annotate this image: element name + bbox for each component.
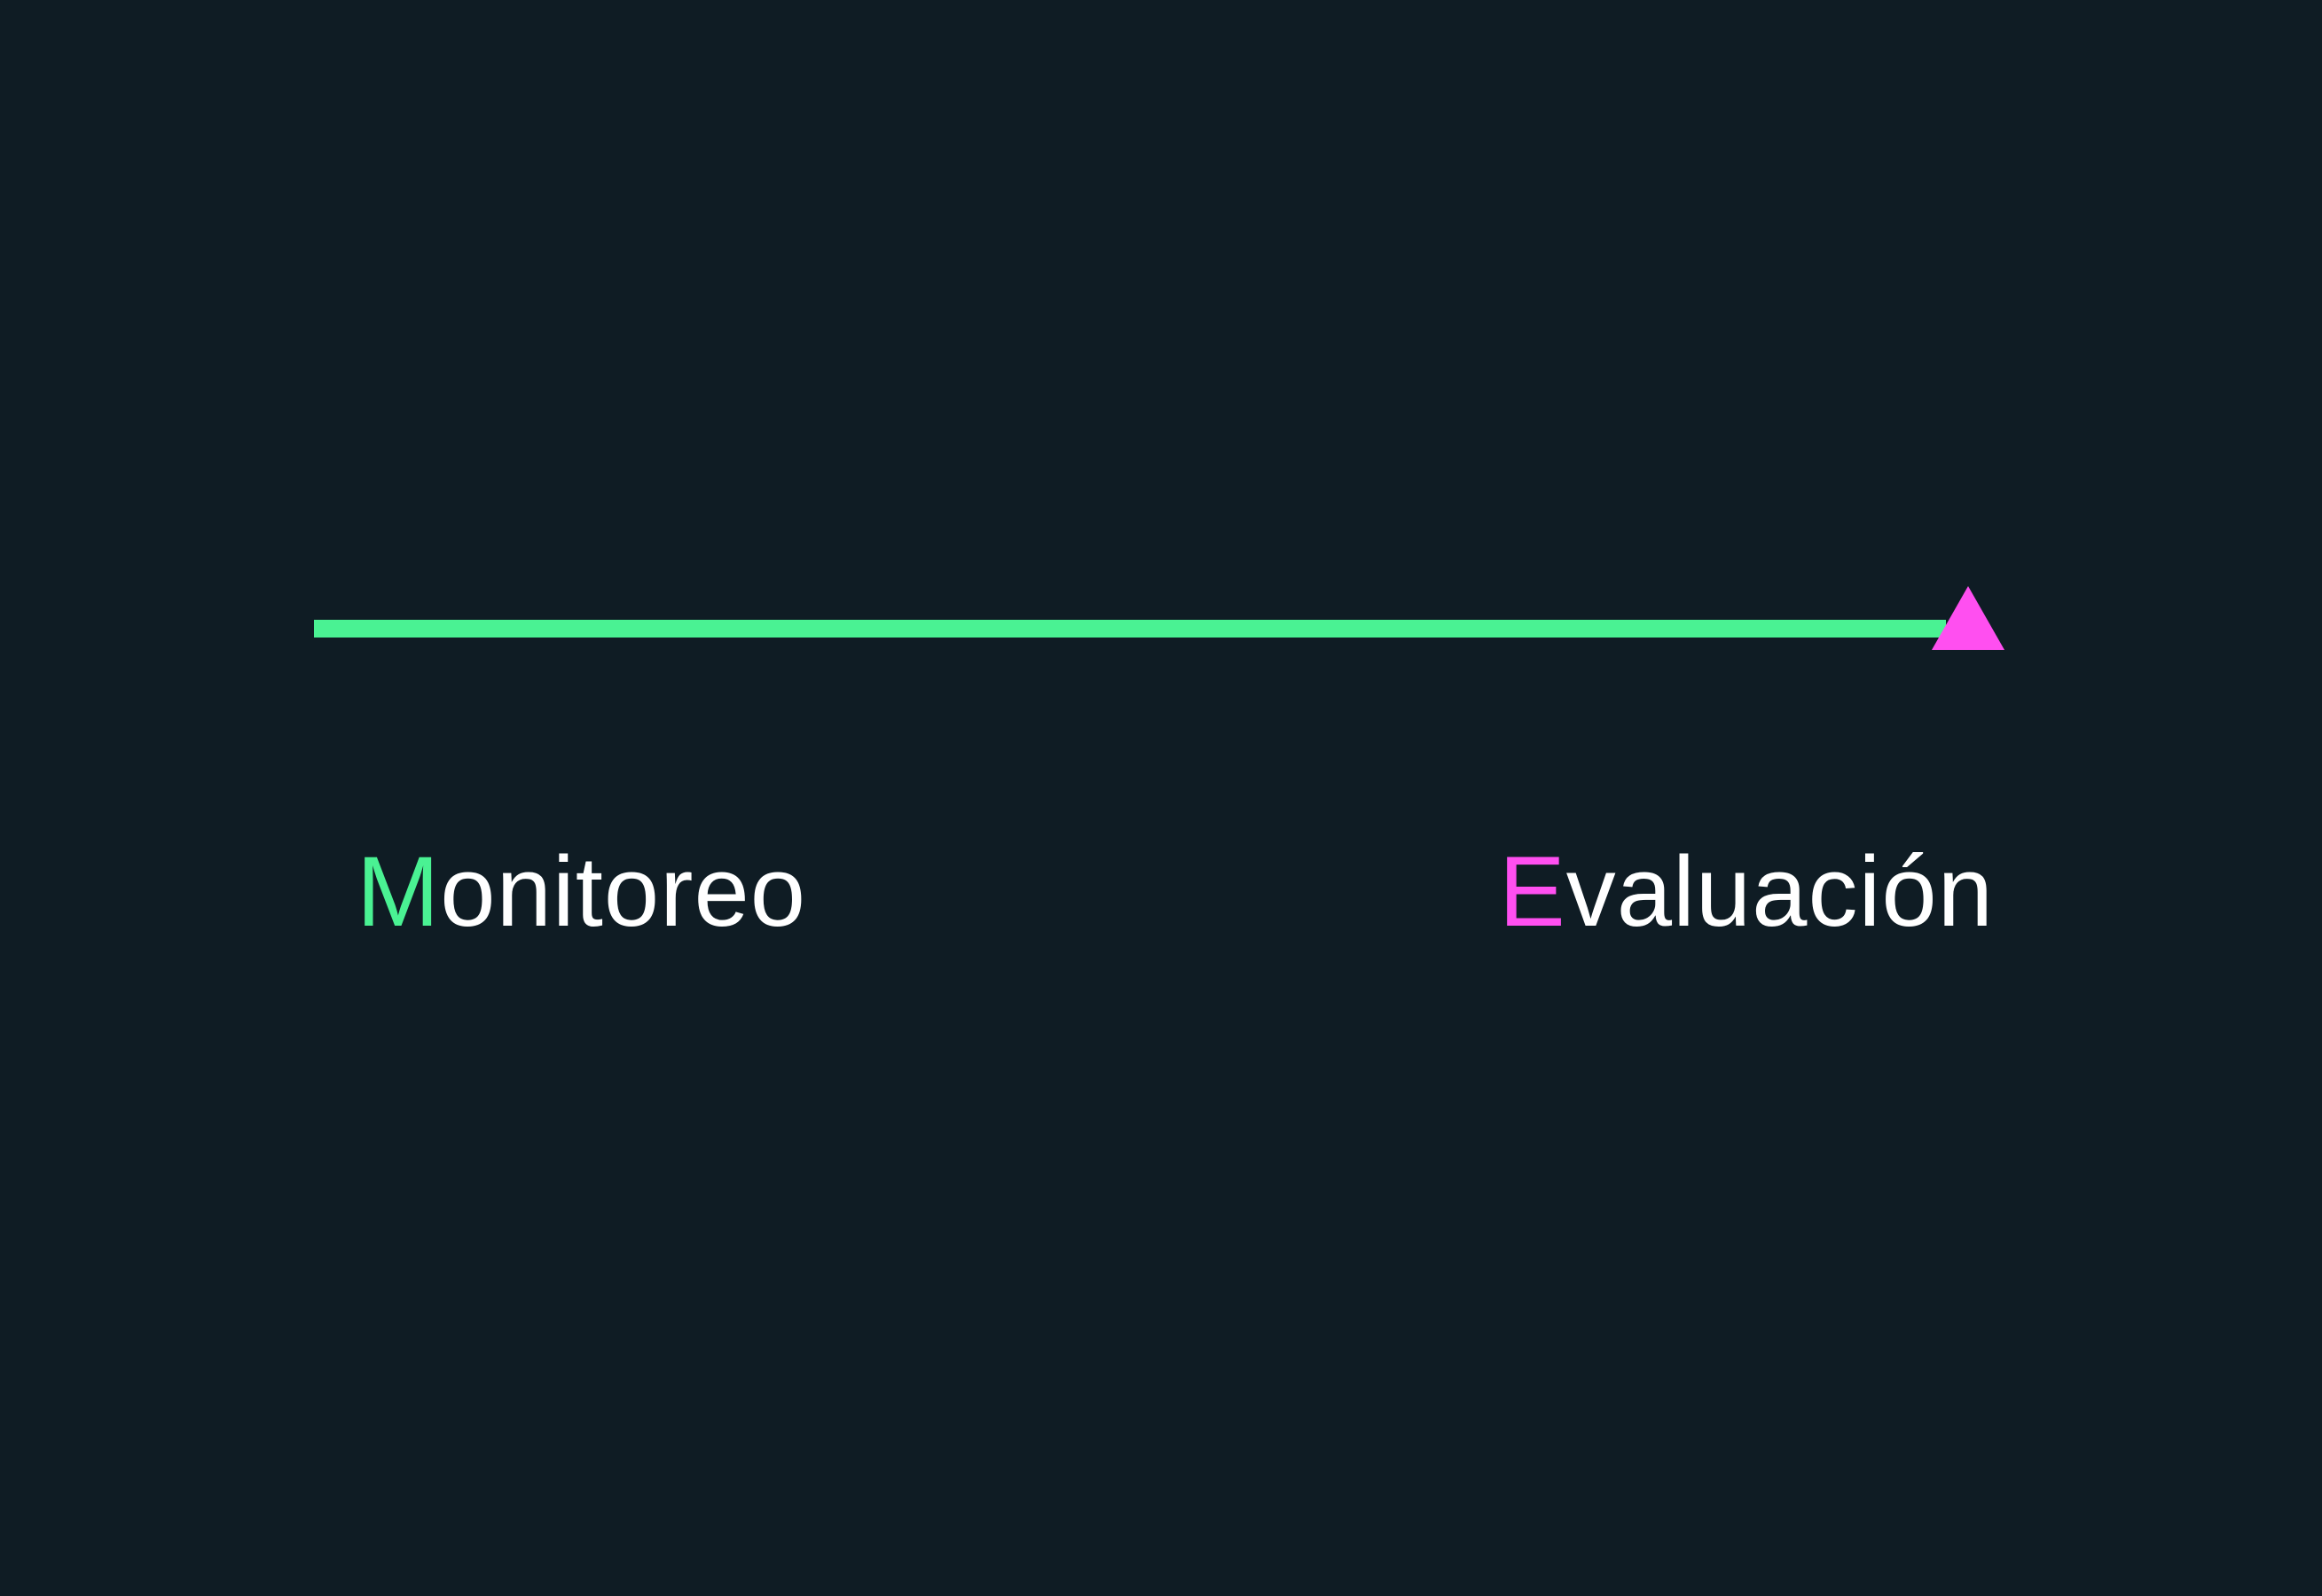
progress-track-line <box>314 620 1946 638</box>
monitoreo-label: Monitoreo <box>357 833 806 951</box>
monitoreo-rest: onitoreo <box>440 836 807 947</box>
triangle-marker-icon <box>1932 586 2004 650</box>
evaluacion-label: Evaluación <box>1499 833 1994 951</box>
monitoreo-initial: M <box>357 836 441 947</box>
evaluacion-rest: valuación <box>1565 836 1994 947</box>
evaluacion-initial: E <box>1499 836 1566 947</box>
